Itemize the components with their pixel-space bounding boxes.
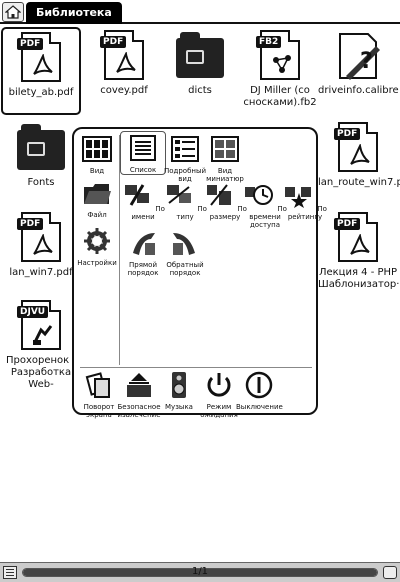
menu-sort-by-rating[interactable]: По рейтингу [282, 181, 328, 221]
file-item[interactable]: PDF lan_win7.pdf [1, 212, 81, 279]
menu-music[interactable]: Музыка [156, 371, 202, 411]
list-icon [130, 135, 156, 161]
file-name: DJ Miller (со сносками).fb2 [243, 85, 317, 108]
file-name: Прохоренок - Разработка Web- [5, 355, 76, 390]
menu-divider [119, 135, 120, 365]
rotate-screen-icon [85, 372, 110, 398]
svg-text:?: ? [360, 49, 373, 74]
pdf-file-icon: PDF [332, 212, 384, 264]
menu-divider [80, 367, 312, 368]
file-item[interactable]: PDF covey.pdf [84, 30, 164, 97]
folder-icon [174, 30, 226, 82]
menu-icon [4, 569, 16, 576]
pdf-file-icon: PDF [15, 32, 67, 84]
last-page-button[interactable] [383, 566, 397, 579]
file-item[interactable]: ? driveinfo.calibre [318, 30, 399, 97]
library-tab[interactable]: Библиотека [26, 2, 122, 24]
djvu-file-icon: DJVU [15, 300, 67, 352]
menu-shutdown[interactable]: Выключение [236, 371, 283, 411]
folder-item[interactable]: Fonts [1, 122, 81, 189]
menu-view[interactable]: Вид [74, 135, 120, 175]
menu-rotate-screen[interactable]: Поворот экрана [76, 371, 122, 419]
sort-by-type-icon [167, 185, 192, 204]
pdf-file-icon: PDF [15, 212, 67, 264]
page-indicator: 1/1 [191, 566, 209, 577]
home-button[interactable] [2, 2, 24, 22]
eject-icon [127, 373, 151, 397]
power-icon [207, 373, 231, 397]
top-bar: Библиотека [0, 0, 400, 24]
file-name: lan_route_win7.pdf [318, 177, 400, 188]
fb2-file-icon: FB2 [254, 30, 306, 82]
menu-sort-by-size[interactable]: По размеру [202, 181, 248, 221]
menu-detailed-view[interactable]: Подробный вид [162, 135, 208, 183]
view-grid-icon [82, 136, 112, 162]
file-item[interactable]: PDF bilety_ab.pdf [1, 27, 81, 115]
file-item[interactable]: FB2 DJ Miller (со сносками).fb2 [240, 30, 320, 109]
menu-file[interactable]: Файл [74, 179, 120, 219]
speaker-icon [172, 372, 186, 398]
gear-icon [84, 228, 110, 254]
file-item[interactable]: PDF Лекция 4 - PHP Шаблонизатор··· [318, 212, 400, 291]
file-name: bilety_ab.pdf [8, 87, 74, 98]
home-icon [5, 5, 21, 19]
thumbnails-icon [211, 136, 239, 162]
ascending-order-icon [133, 233, 155, 255]
detailed-list-icon [171, 136, 199, 162]
descending-order-icon [173, 233, 195, 255]
menu-thumbnails-view[interactable]: Вид миниатюр [202, 135, 248, 183]
sort-by-name-icon [125, 184, 150, 206]
folder-icon [15, 122, 67, 174]
folder-name: dicts [188, 85, 212, 96]
file-item[interactable]: DJVU Прохоренок - Разработка Web- [1, 300, 81, 391]
calibre-file-icon: ? [332, 30, 384, 82]
menu-sort-by-name[interactable]: По имени [120, 181, 166, 221]
folder-icon [84, 184, 111, 204]
context-menu: Вид Файл Настройки Список Подробный вид [72, 127, 327, 419]
pdf-file-icon: PDF [98, 30, 150, 82]
star-rating-icon [285, 187, 312, 208]
file-name: covey.pdf [100, 85, 148, 96]
menu-sort-by-type[interactable]: По типу [162, 181, 208, 221]
menu-descending-order[interactable]: Обратный порядок [162, 229, 208, 277]
status-bar: 1/1 [0, 562, 400, 582]
file-name: lan_win7.pdf [9, 267, 73, 278]
menu-ascending-order[interactable]: Прямой порядок [120, 229, 166, 277]
folder-name: Fonts [27, 177, 55, 188]
file-item[interactable]: PDF lan_route_win7.pdf [318, 122, 400, 189]
file-name: Лекция 4 - PHP Шаблонизатор··· [318, 267, 400, 290]
folder-item[interactable]: dicts [160, 30, 240, 97]
shutdown-icon [245, 371, 273, 399]
pdf-file-icon: PDF [332, 122, 384, 174]
file-name: driveinfo.calibre [318, 85, 399, 96]
menu-button[interactable] [3, 566, 17, 579]
menu-sort-by-access-time[interactable]: По времени доступа [242, 181, 288, 229]
menu-list-view[interactable]: Список [120, 131, 166, 175]
menu-standby[interactable]: Режим ожидания [196, 371, 242, 419]
clock-icon [245, 185, 274, 205]
progress-fill [23, 569, 377, 576]
sort-by-size-icon [207, 184, 232, 206]
page-progress-bar[interactable] [22, 568, 378, 577]
menu-settings[interactable]: Настройки [74, 227, 120, 267]
menu-safe-eject[interactable]: Безопасное извлечение [116, 371, 162, 419]
